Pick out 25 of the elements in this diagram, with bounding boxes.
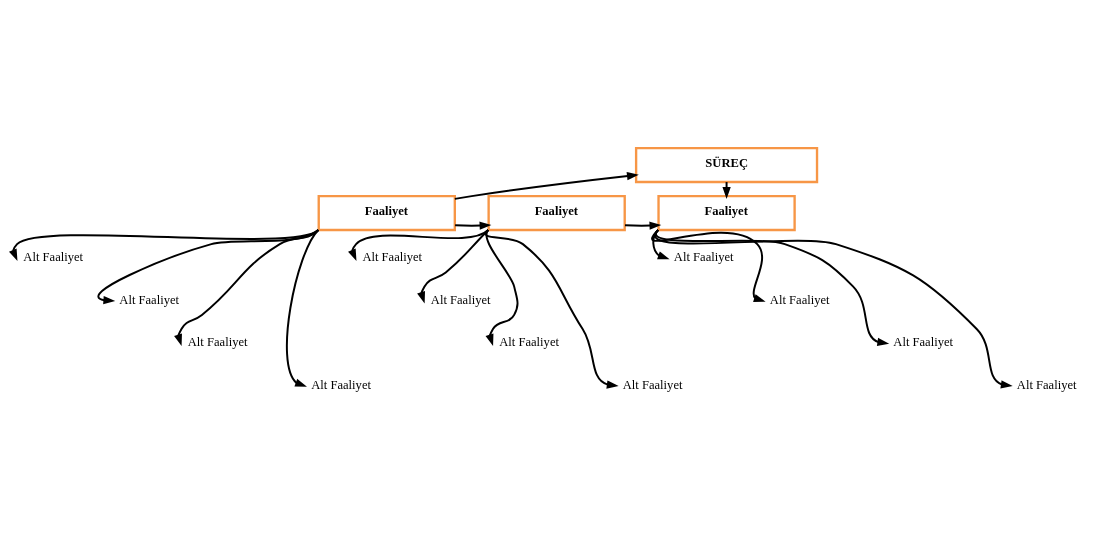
node-box: Faaliyet [487, 194, 626, 232]
node-text: Alt Faaliyet [769, 292, 830, 307]
node-box: SÜREÇ [634, 146, 819, 184]
node-box: Faaliyet [657, 194, 796, 232]
node-text: Alt Faaliyet [311, 377, 371, 392]
node-text: Alt Faaliyet [622, 377, 683, 392]
node-text: Alt Faaliyet [187, 335, 248, 350]
arrow [174, 228, 320, 347]
arrow [722, 181, 731, 199]
node-text: Alt Faaliyet [430, 292, 491, 307]
node-text: Alt Faaliyet [119, 292, 180, 307]
arrow [454, 221, 492, 230]
arrow [654, 228, 1013, 389]
arrow [624, 221, 662, 230]
arrow [453, 171, 639, 200]
node-text: Alt Faaliyet [362, 250, 423, 265]
node-text: Alt Faaliyet [499, 335, 559, 350]
node-box: Faaliyet [317, 194, 456, 232]
node-text: Alt Faaliyet [1016, 377, 1077, 392]
arrow [484, 228, 619, 389]
node-text: Alt Faaliyet [673, 250, 734, 265]
node-text: Alt Faaliyet [893, 335, 954, 350]
arrow [286, 228, 320, 387]
node-text: Alt Faaliyet [23, 250, 84, 265]
arrow [651, 228, 766, 303]
